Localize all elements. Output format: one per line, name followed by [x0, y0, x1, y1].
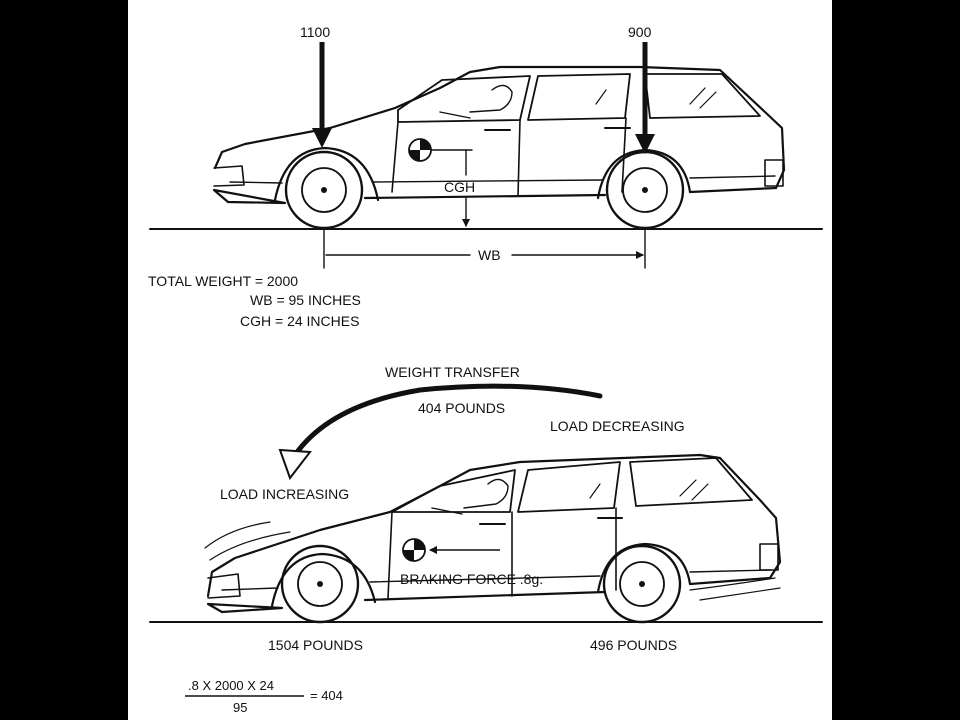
formula-denominator: 95 — [233, 700, 247, 715]
front-axle-load: 1504 POUNDS — [268, 637, 363, 653]
bottom-rear-wheel — [602, 544, 682, 624]
bottom-cg-symbol — [402, 538, 426, 562]
wb-label: WB — [478, 247, 501, 263]
braking-force-label: BRAKING FORCE .8g. — [400, 571, 543, 587]
front-load-label: 1100 — [300, 24, 330, 40]
top-cg-symbol — [408, 138, 432, 162]
spec-cg-height: CGH = 24 INCHES — [240, 313, 359, 329]
bottom-car-diagram: WEIGHT TRANSFER 404 POUNDS LOAD DECREASI… — [149, 364, 823, 653]
weight-transfer-label: WEIGHT TRANSFER — [385, 364, 520, 380]
weight-transfer-arrow — [278, 383, 603, 481]
cgh-label: CGH — [444, 179, 475, 195]
load-increasing-label: LOAD INCREASING — [220, 486, 349, 502]
top-rear-wheel — [605, 150, 685, 230]
front-load-arrow: 1100 — [300, 24, 332, 148]
rear-axle-load: 496 POUNDS — [590, 637, 677, 653]
spec-wheelbase: WB = 95 INCHES — [250, 292, 361, 308]
spec-total-weight: TOTAL WEIGHT = 2000 — [148, 273, 298, 289]
load-decreasing-label: LOAD DECREASING — [550, 418, 685, 434]
rear-load-arrow: 900 — [628, 24, 655, 154]
formula-numerator: .8 X 2000 X 24 — [188, 678, 274, 693]
rear-load-label: 900 — [628, 24, 652, 40]
transfer-amount-label: 404 POUNDS — [418, 400, 505, 416]
weight-transfer-formula: .8 X 2000 X 24 95 = 404 — [185, 678, 343, 715]
bottom-front-wheel — [280, 544, 360, 624]
bottom-car-body — [204, 453, 782, 614]
formula-result: = 404 — [310, 688, 343, 703]
top-car-body — [212, 65, 786, 205]
top-front-wheel — [284, 150, 364, 230]
top-car-diagram: CGH WB 1100 900 TOTAL WEIGHT = 2000 WB =… — [148, 24, 823, 329]
